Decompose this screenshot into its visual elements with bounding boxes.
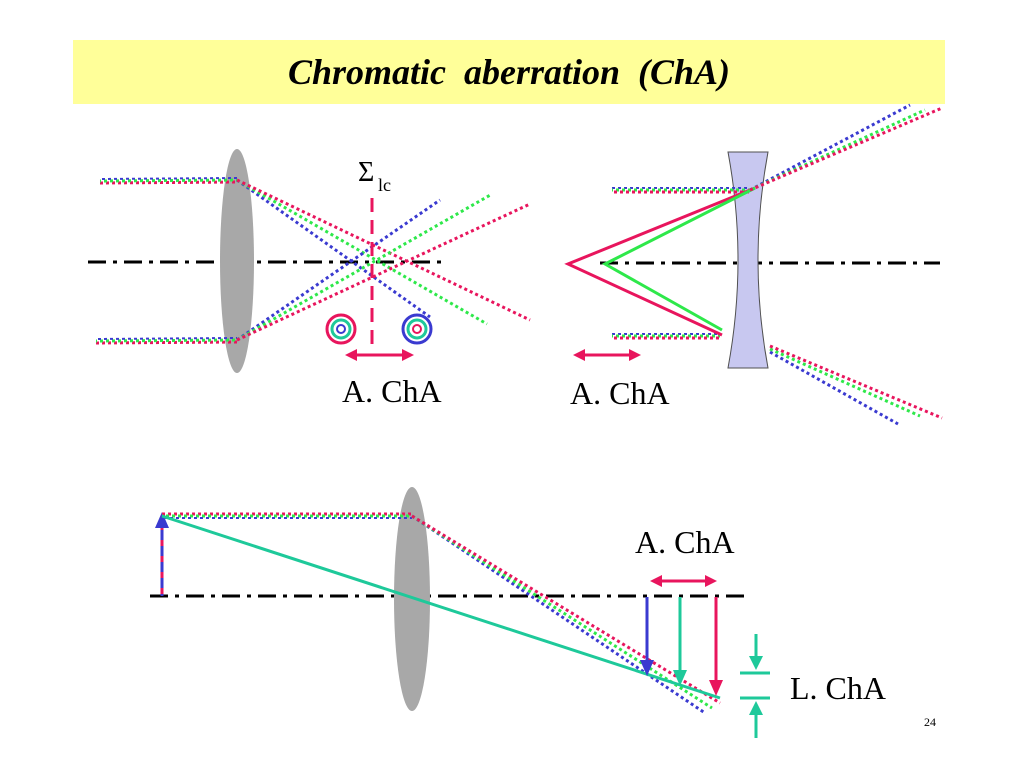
chief-ray [161, 514, 721, 700]
page-number: 24 [924, 715, 936, 729]
diverging-lens-panel: A. ChA [564, 103, 943, 426]
refracted-ray-top-red [236, 178, 531, 322]
blur-circle-right [401, 313, 433, 345]
title-bar: Chromatic aberration (ChA) [73, 40, 945, 104]
incoming-ray-top-green [99, 178, 238, 183]
blur-circle-left [325, 313, 357, 345]
diverging-out-bottom-blue [769, 350, 899, 426]
converging-lens [220, 149, 254, 373]
axial-aberration-arrow-3 [650, 575, 717, 587]
virtual-rays-red [564, 186, 756, 337]
slide-title: Chromatic aberration (ChA) [287, 52, 731, 92]
lateral-aberration-indicator [740, 634, 770, 738]
incoming-ray-top-blue [99, 177, 238, 180]
diverging-lens [727, 151, 769, 369]
diverging-out-top-blue [749, 103, 911, 192]
diverging-out-top-red [749, 106, 943, 192]
refracted-ray-top-blue [236, 178, 431, 319]
sigma-subscript: lc [378, 175, 391, 195]
imaging-panel: A. ChA L. ChA [150, 487, 886, 738]
image-arrow-blue [640, 597, 654, 676]
image-arrow-red [709, 597, 723, 696]
imaging-refracted-blue [411, 514, 706, 715]
lateral-aberration-label: L. ChA [790, 670, 886, 706]
converging-lens-panel: Σ lc A. ChA [88, 149, 531, 409]
axial-aberration-arrow-2 [573, 349, 641, 361]
axial-aberration-label-3: A. ChA [635, 524, 735, 560]
refracted-ray-bottom-red [236, 202, 531, 342]
imaging-refracted-red [411, 514, 721, 705]
axial-aberration-arrow-1 [345, 349, 414, 361]
object-arrow-head [155, 512, 169, 528]
incoming-ray-bottom-green [95, 338, 238, 343]
incoming-ray-bottom-blue [95, 337, 238, 340]
axial-aberration-label-2: A. ChA [570, 375, 670, 411]
sigma-symbol: Σ [358, 157, 374, 188]
image-arrow-teal [673, 597, 687, 686]
refracted-ray-bottom-green [236, 192, 493, 342]
refracted-ray-bottom-blue [236, 198, 441, 342]
diverging-out-top-green [749, 108, 926, 192]
incoming-ray-top-red [99, 180, 238, 185]
diverging-out-bottom-red [769, 344, 943, 420]
incoming-ray-bottom-red [95, 340, 238, 345]
axial-aberration-label-1: A. ChA [342, 373, 442, 409]
imaging-refracted-green [411, 514, 713, 710]
virtual-rays-green [601, 186, 756, 332]
diverging-out-bottom-green [769, 347, 921, 418]
